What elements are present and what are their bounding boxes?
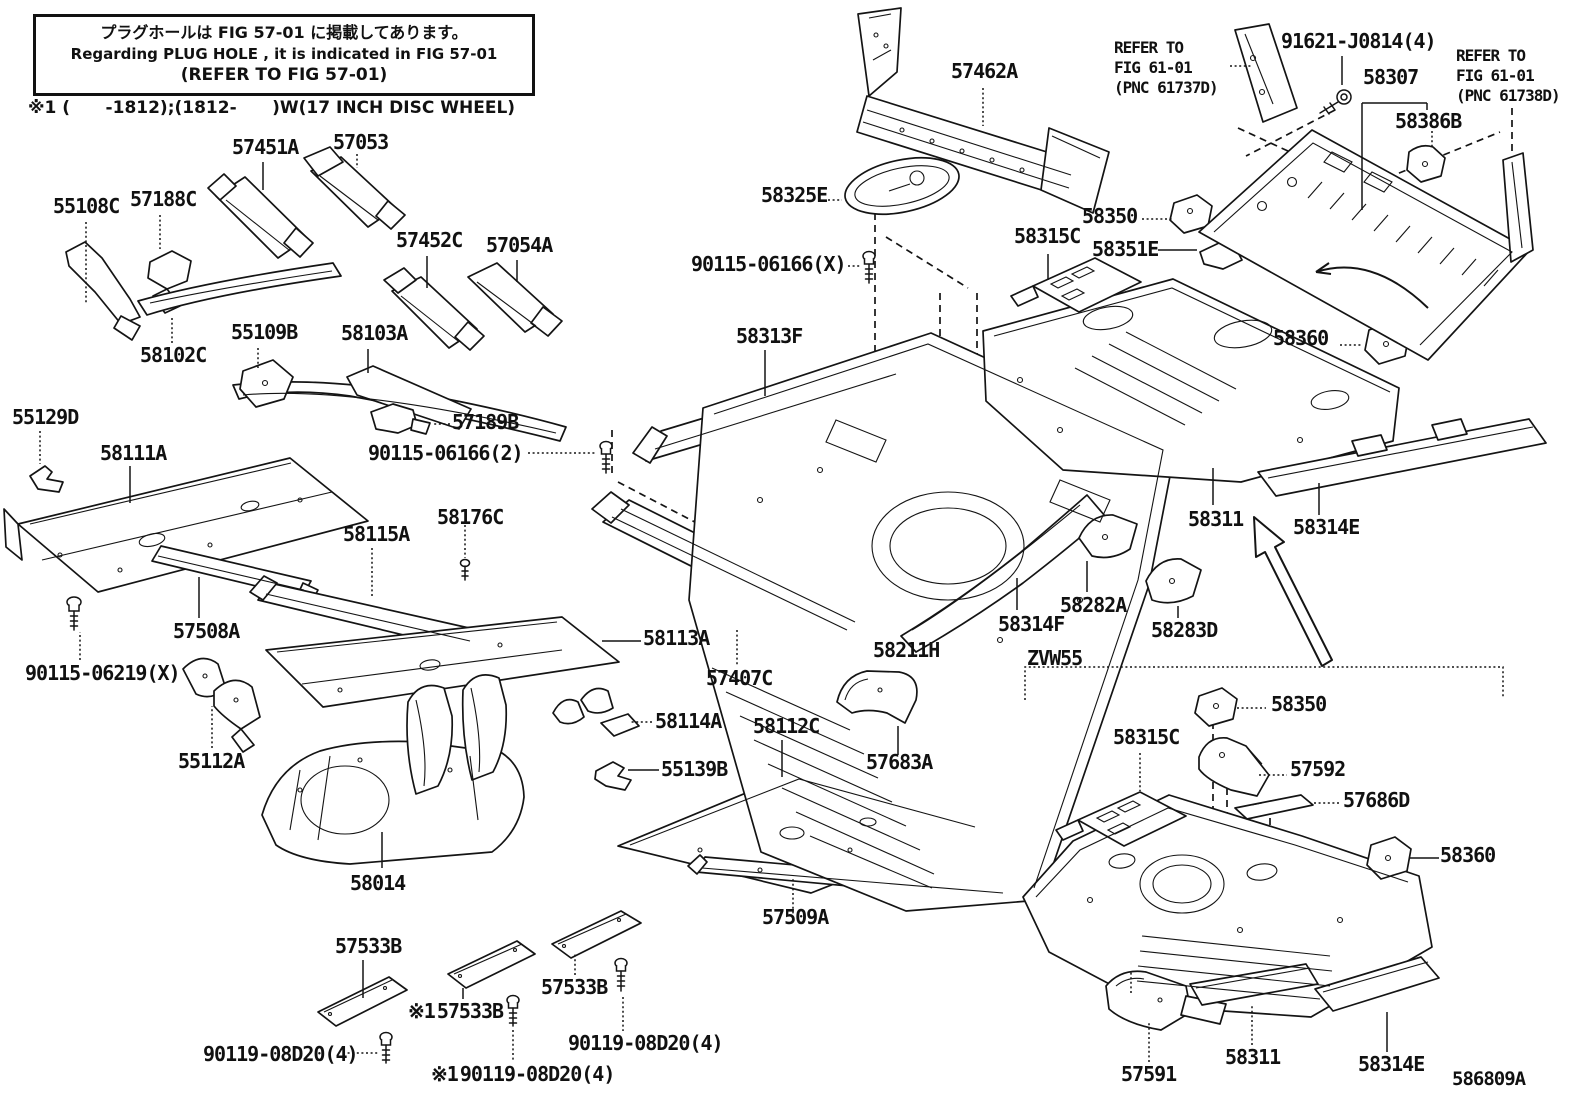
diagram-code: 586809A (1452, 1068, 1526, 1090)
note-line-refer: (REFER TO FIG 57-01) (180, 65, 388, 85)
part-label-58211H: 58211H (873, 638, 940, 662)
part-label-57508A: 57508A (173, 619, 240, 643)
bolt-91621-icon (1319, 89, 1352, 115)
part-label-58350-bottom: 58350 (1271, 692, 1327, 716)
note-line-en: Regarding PLUG HOLE , it is indicated in… (70, 45, 498, 63)
part-label-58315C-top: 58315C (1014, 224, 1081, 248)
part-label-58014: 58014 (350, 871, 406, 895)
part-label-57509A: 57509A (762, 905, 829, 929)
bolt-90115-06219X-icon (66, 596, 82, 631)
part-label-58282A: 58282A (1060, 593, 1127, 617)
part-label-58111A: 58111A (100, 441, 167, 465)
part-number: 57533B (436, 999, 504, 1023)
hollow-arrow-icon (1253, 516, 1333, 667)
part-label-58351E: 58351E (1092, 237, 1159, 261)
part-label-58112C: 58112C (753, 714, 820, 738)
leader-lines-dotted (39, 65, 1504, 1062)
part-label-57053: 57053 (333, 130, 389, 154)
screw-90119-mid-icon (506, 994, 520, 1027)
refer-right-line2: FIG 61-01 (1456, 66, 1535, 85)
part-label-90119-08D20-right: 90119-08D20(4) (568, 1031, 724, 1055)
part-label-90115-06219X: 90115-06219(X) (25, 661, 181, 685)
part-label-57591: 57591 (1121, 1062, 1177, 1086)
refer-left-line1: REFER TO (1114, 38, 1184, 57)
part-label-55129D: 55129D (12, 405, 79, 429)
part-label-90115-06166-2: 90115-06166(2) (368, 441, 524, 465)
variant-code-zvw55: ZVW55 (1027, 646, 1083, 670)
part-label-58114A: 58114A (655, 709, 722, 733)
part-label-58176C: 58176C (437, 505, 504, 529)
part-label-57533B-3: 57533B (541, 975, 608, 999)
part-label-58311-bottom: 58311 (1225, 1045, 1281, 1069)
direction-arrows (1253, 262, 1429, 667)
part-label-57407C: 57407C (706, 666, 773, 690)
part-label-58360-top: 58360 (1273, 326, 1329, 350)
refer-note-right: REFER TO FIG 61-01 (PNC 61738D) (1456, 46, 1561, 106)
note1-mark: ※1 (431, 1062, 459, 1086)
part-label-58314F: 58314F (998, 612, 1065, 636)
part-label-58307: 58307 (1363, 65, 1419, 89)
part-label-58314E-top: 58314E (1293, 515, 1360, 539)
part-label-58360-bottom: 58360 (1440, 843, 1496, 867)
part-label-57189B: 57189B (452, 410, 519, 434)
part-label-91621-J0814: 91621-J0814(4) (1281, 29, 1437, 53)
bolt-90115-06166X-icon (862, 250, 876, 284)
refer-left-line3: (PNC 61737D) (1114, 78, 1219, 97)
screw-90119-right-icon (614, 957, 628, 992)
curved-arrow-icon (1315, 266, 1429, 309)
part-label-57054A: 57054A (486, 233, 553, 257)
part-label-55109B: 55109B (231, 320, 298, 344)
bolt-58176C-icon (459, 558, 471, 581)
part-label-58325E: 58325E (761, 183, 828, 207)
part-label-58103A: 58103A (341, 321, 408, 345)
part-label-90115-06166X: 90115-06166(X) (691, 252, 847, 276)
part-label-58386B: 58386B (1395, 109, 1462, 133)
zvw55-section-bracket (1024, 666, 1504, 700)
leader-lines-solid (129, 56, 1439, 1052)
part-label-57451A: 57451A (232, 135, 299, 159)
part-label-58311-top: 58311 (1188, 507, 1244, 531)
refer-right-line1: REFER TO (1456, 46, 1526, 65)
part-detail-lines (29, 13, 1534, 1017)
part-label-58315C-bottom: 58315C (1113, 725, 1180, 749)
bolt-90115-06166-2-icon (599, 440, 613, 474)
part-shapes (3, 7, 1547, 1031)
part-label-55112A: 55112A (178, 749, 245, 773)
part-label-57452C: 57452C (396, 228, 463, 252)
part-label-55108C: 55108C (53, 194, 120, 218)
part-label-57188C: 57188C (130, 187, 197, 211)
note-line-jp: プラグホールは FIG 57-01 に掲載してあります。 (100, 23, 468, 42)
part-label-58102C: 58102C (140, 343, 207, 367)
part-label-58113A: 58113A (643, 626, 710, 650)
part-label-58283D: 58283D (1151, 618, 1218, 642)
part-label-57592: 57592 (1290, 757, 1346, 781)
part-label-58350-top: 58350 (1082, 204, 1138, 228)
refer-left-line2: FIG 61-01 (1114, 58, 1193, 77)
part-label-58313F: 58313F (736, 324, 803, 348)
part-label-57462A: 57462A (951, 59, 1018, 83)
refer-right-line3: (PNC 61738D) (1456, 86, 1561, 105)
part-label-90119-08D20-left: 90119-08D20(4) (203, 1042, 359, 1066)
footnote-disc-wheel: ※1 ( -1812);(1812- )W(17 INCH DISC WHEEL… (28, 98, 516, 118)
part-label-55139B: 55139B (661, 757, 728, 781)
refer-note-left: REFER TO FIG 61-01 (PNC 61737D) (1114, 38, 1219, 98)
part-label-57686D: 57686D (1343, 788, 1410, 812)
part-label-58314E-bottom: 58314E (1358, 1052, 1425, 1076)
plug-hole-note-box: プラグホールは FIG 57-01 に掲載してあります。 Regarding P… (33, 14, 535, 96)
part-label-57683A: 57683A (866, 750, 933, 774)
screw-90119-left-icon (379, 1031, 393, 1064)
part-label-57533B-1: 57533B (335, 934, 402, 958)
part-number: 90119-08D20(4) (459, 1062, 616, 1086)
note1-mark: ※1 (408, 999, 436, 1023)
part-label-58115A: 58115A (343, 522, 410, 546)
bolt-icons (66, 89, 1352, 1064)
